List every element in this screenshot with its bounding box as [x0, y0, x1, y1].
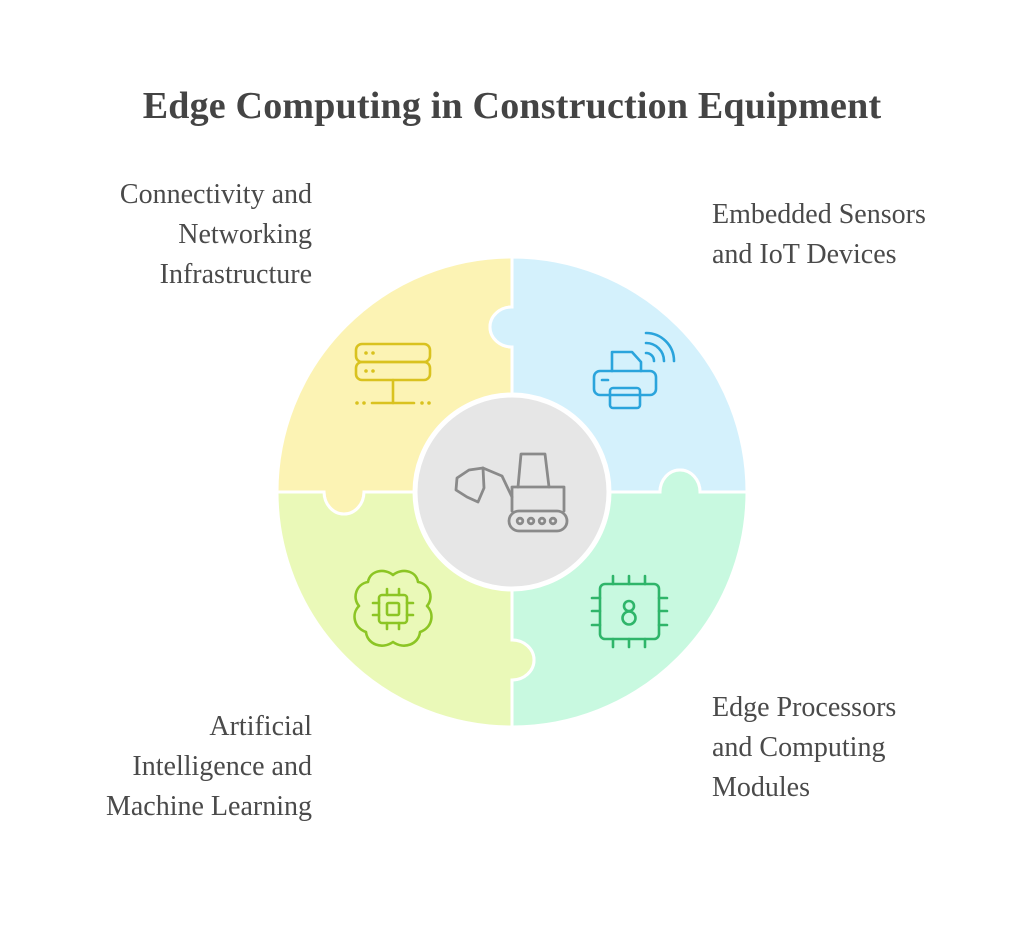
label-line: Artificial — [209, 711, 312, 742]
label-connectivity-networking: Connectivity and Networking Infrastructu… — [120, 175, 312, 295]
label-line: Embedded Sensors — [712, 199, 926, 230]
label-line: Intelligence and — [132, 751, 312, 782]
label-line: Networking — [178, 219, 312, 250]
label-line: Modules — [712, 772, 810, 803]
excavator-icon — [454, 452, 569, 533]
label-line: and Computing — [712, 732, 886, 763]
processor-chip-icon — [590, 574, 669, 649]
label-line: Infrastructure — [159, 259, 312, 290]
server-led-dots — [355, 351, 431, 405]
label-embedded-sensors: Embedded Sensors and IoT Devices — [712, 195, 926, 275]
diagram-title: Edge Computing in Construction Equipment — [142, 85, 882, 127]
label-line: Machine Learning — [105, 791, 312, 822]
label-edge-processors: Edge Processors and Computing Modules — [712, 688, 896, 808]
label-line: Connectivity and — [119, 179, 312, 210]
wireless-printer-icon — [592, 331, 676, 410]
brain-chip-icon — [353, 569, 433, 647]
server-network-icon — [354, 342, 432, 405]
label-line: and IoT Devices — [712, 239, 897, 270]
label-ai-ml: Artificial Intelligence and Machine Lear… — [106, 707, 312, 827]
label-line: Edge Processors — [712, 692, 897, 723]
